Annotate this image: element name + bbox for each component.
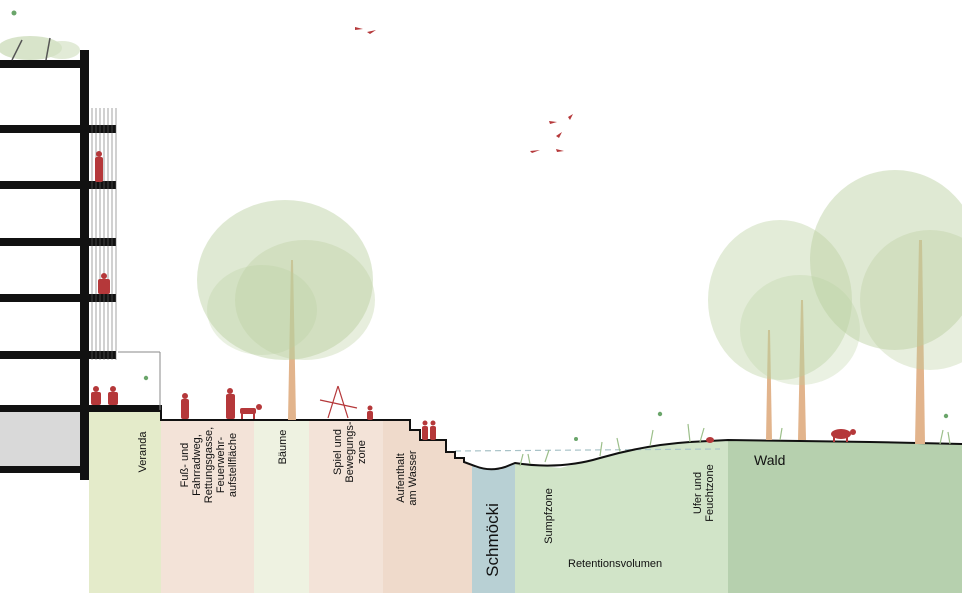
bird-icon bbox=[355, 27, 363, 30]
balcony-railings bbox=[91, 108, 117, 360]
zone-label-wasser: Aufenthalt am Wasser bbox=[395, 450, 419, 506]
person-icon bbox=[367, 405, 373, 420]
tree-2 bbox=[708, 220, 860, 440]
zone-band-sumpf-retention bbox=[515, 440, 728, 593]
tree-3 bbox=[810, 170, 962, 444]
zone-label-sumpf: Sumpfzone bbox=[543, 488, 555, 544]
roof-slab bbox=[0, 60, 89, 68]
floor-slab-ground bbox=[0, 405, 162, 412]
bird-icon bbox=[568, 114, 573, 120]
bird-icon bbox=[549, 121, 557, 124]
roof-garden bbox=[0, 36, 80, 61]
figures bbox=[91, 151, 856, 443]
person-icon bbox=[181, 393, 189, 419]
bird-icon bbox=[556, 132, 562, 138]
animal-icon bbox=[831, 429, 856, 442]
vegetation bbox=[11, 10, 951, 467]
zone-label-spiel: Spiel und Bewegungs- zone bbox=[332, 421, 368, 483]
person-icon bbox=[91, 386, 101, 405]
zone-band-veranda bbox=[89, 410, 161, 593]
zone-label-ufer: Ufer und Feuchtzone bbox=[692, 464, 716, 522]
building-section bbox=[0, 36, 162, 480]
zone-label-wald: Wald bbox=[754, 452, 786, 468]
flower-icon bbox=[143, 375, 149, 381]
zone-label-schmoecki: Schmöcki bbox=[483, 503, 502, 577]
flower-icon bbox=[574, 437, 578, 441]
person-icon bbox=[108, 386, 118, 405]
zone-label-veranda: Veranda bbox=[137, 431, 149, 473]
basement-slab bbox=[0, 466, 89, 473]
person-icon bbox=[430, 420, 436, 440]
retention-label: Retentionsvolumen bbox=[568, 558, 663, 570]
building-wall bbox=[80, 50, 89, 480]
trees bbox=[197, 170, 962, 444]
birds bbox=[355, 27, 573, 153]
bird-icon bbox=[530, 150, 540, 153]
floor-slab-1 bbox=[0, 125, 116, 133]
zone-band-spiel bbox=[309, 420, 383, 593]
plant-icon bbox=[519, 423, 951, 467]
person-icon bbox=[422, 420, 428, 440]
person-icon bbox=[226, 388, 235, 419]
building-basement bbox=[0, 410, 82, 468]
animal-icon bbox=[706, 437, 714, 443]
zone-label-weg: Fuß- und Fahrradweg, Rettungsgasse, Feue… bbox=[179, 426, 239, 504]
ground-profile bbox=[88, 409, 962, 471]
tree-1 bbox=[197, 200, 375, 420]
floor-slab-5 bbox=[0, 351, 116, 359]
bird-icon bbox=[367, 30, 376, 34]
floor-slab-4 bbox=[0, 294, 116, 302]
person-icon bbox=[95, 151, 103, 182]
person-icon bbox=[98, 273, 110, 294]
water-level-line bbox=[454, 448, 721, 452]
bird-icon bbox=[556, 149, 564, 152]
floor-slab-3 bbox=[0, 238, 116, 246]
flower-icon bbox=[11, 10, 17, 16]
zone-band-weg bbox=[161, 420, 254, 593]
zone-band-schmoecki bbox=[472, 463, 515, 593]
floor-slab-2 bbox=[0, 181, 116, 189]
flower-icon bbox=[943, 413, 949, 419]
playground-equipment bbox=[319, 385, 358, 419]
zone-label-baeume: Bäume bbox=[277, 429, 289, 465]
zone-band-wasser bbox=[383, 420, 472, 593]
zone-band-wald bbox=[728, 440, 962, 593]
dog-icon bbox=[240, 404, 262, 419]
zone-band-baeume bbox=[254, 420, 309, 593]
flower-icon bbox=[657, 411, 663, 417]
zone-bands bbox=[89, 410, 962, 593]
